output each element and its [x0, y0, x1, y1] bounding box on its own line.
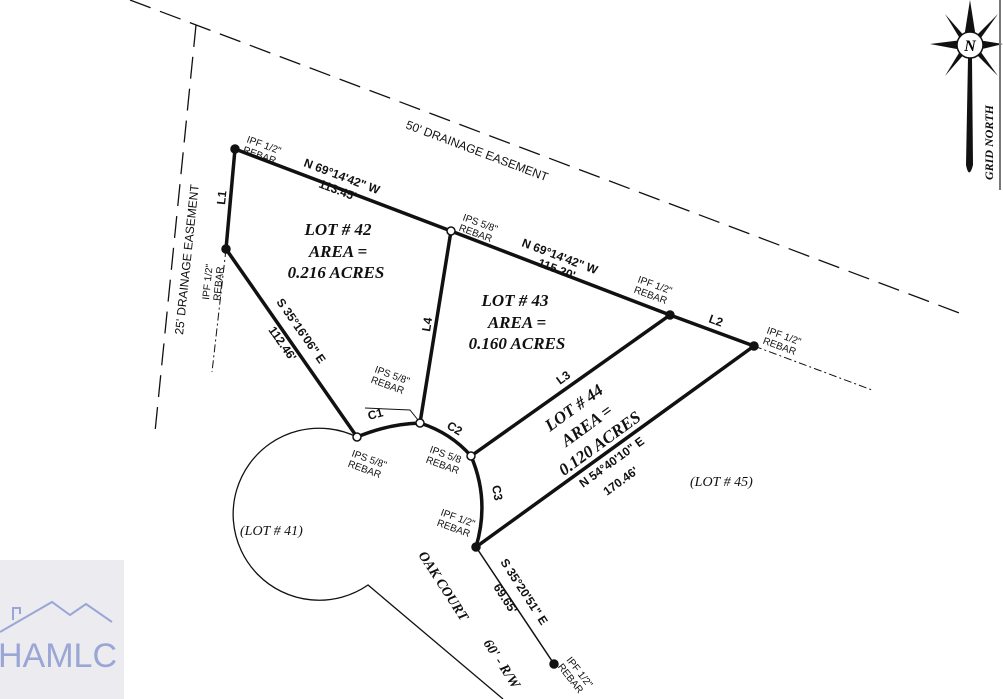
- lot-44-label: LOT # 44 AREA = 0.120 ACRES: [540, 380, 644, 479]
- lot-41-label: (LOT # 41): [240, 524, 303, 539]
- monument-label: IPF 1/2"REBAR: [201, 263, 227, 301]
- svg-text:0.216 ACRES: 0.216 ACRES: [288, 263, 385, 282]
- lot-43-label: LOT # 43 AREA = 0.160 ACRES: [469, 291, 566, 353]
- monument-label: IPF 1/2"REBAR: [435, 507, 477, 539]
- ips-marker: [415, 418, 425, 428]
- hamlc-logo: HAMLC: [0, 560, 124, 699]
- svg-text:N: N: [963, 38, 977, 55]
- ipf-marker: [471, 542, 481, 552]
- extension-line: [753, 345, 873, 391]
- lot-45-label: (LOT # 45): [690, 475, 753, 490]
- curve-C2: [419, 421, 473, 458]
- line-north-42: [234, 147, 452, 233]
- ipf-marker: [665, 310, 675, 320]
- line-L2: [669, 313, 755, 348]
- svg-text:LOT # 43: LOT # 43: [480, 291, 549, 310]
- svg-text:AREA =: AREA =: [308, 242, 367, 261]
- ipf-marker: [749, 341, 759, 351]
- ips-marker: [466, 451, 476, 461]
- segment-label-L1: L1: [214, 190, 229, 206]
- segment-label-L4: L4: [419, 316, 435, 332]
- monument-label: IPS 5/8"REBAR: [457, 212, 499, 244]
- north-arrow-icon: N: [930, 0, 1003, 173]
- line-L1: [224, 148, 237, 250]
- svg-text:0.160 ACRES: 0.160 ACRES: [469, 334, 566, 353]
- monument-label: IPF 1/2"REBAR: [241, 134, 283, 166]
- segment-label-L2: L2: [707, 312, 725, 330]
- road-name: OAK COURT: [415, 549, 472, 625]
- line-L3: [469, 313, 672, 458]
- segment-label-C2: C2: [445, 418, 466, 438]
- leader-line: [364, 407, 419, 421]
- curve-C3: [469, 455, 484, 548]
- ipf-marker: [230, 144, 240, 154]
- svg-text:LOT # 42: LOT # 42: [303, 220, 372, 239]
- ips-marker: [352, 432, 362, 442]
- monument-label: IPF 1/2"REBAR: [555, 655, 595, 696]
- monument-label: IPF 1/2"REBAR: [761, 325, 803, 357]
- curve-C1: [356, 421, 421, 439]
- segment-label-C1: C1: [366, 405, 385, 423]
- line-west-42: [224, 247, 359, 439]
- easement-label-left: 25' DRAINAGE EASEMENT: [172, 183, 202, 335]
- grid-north-label: GRID NORTH: [982, 104, 996, 180]
- svg-text:HAMLC: HAMLC: [0, 637, 117, 675]
- lot-42-label: LOT # 42 AREA = 0.216 ACRES: [288, 220, 385, 282]
- drainage-easement-line-left: [154, 24, 197, 433]
- line-north-43: [450, 229, 671, 317]
- ipf-marker: [221, 244, 231, 254]
- drainage-easement-line-top: [129, 0, 963, 315]
- monument-label: IPS 5/8"REBAR: [369, 364, 411, 396]
- ipf-marker: [549, 659, 559, 669]
- svg-text:AREA =: AREA =: [487, 313, 546, 332]
- line-L4: [418, 230, 453, 424]
- ips-marker: [446, 226, 456, 236]
- svg-text:IPF 1/2": IPF 1/2": [201, 263, 216, 300]
- cul-de-sac: [232, 427, 504, 699]
- segment-label-C3: C3: [489, 484, 506, 502]
- extension-line: [211, 248, 227, 373]
- line-south-bound: [475, 546, 555, 665]
- monument-label: IPS 5/8"REBAR: [346, 448, 388, 480]
- line-east-44: [474, 344, 756, 549]
- svg-text:REBAR: REBAR: [212, 266, 227, 301]
